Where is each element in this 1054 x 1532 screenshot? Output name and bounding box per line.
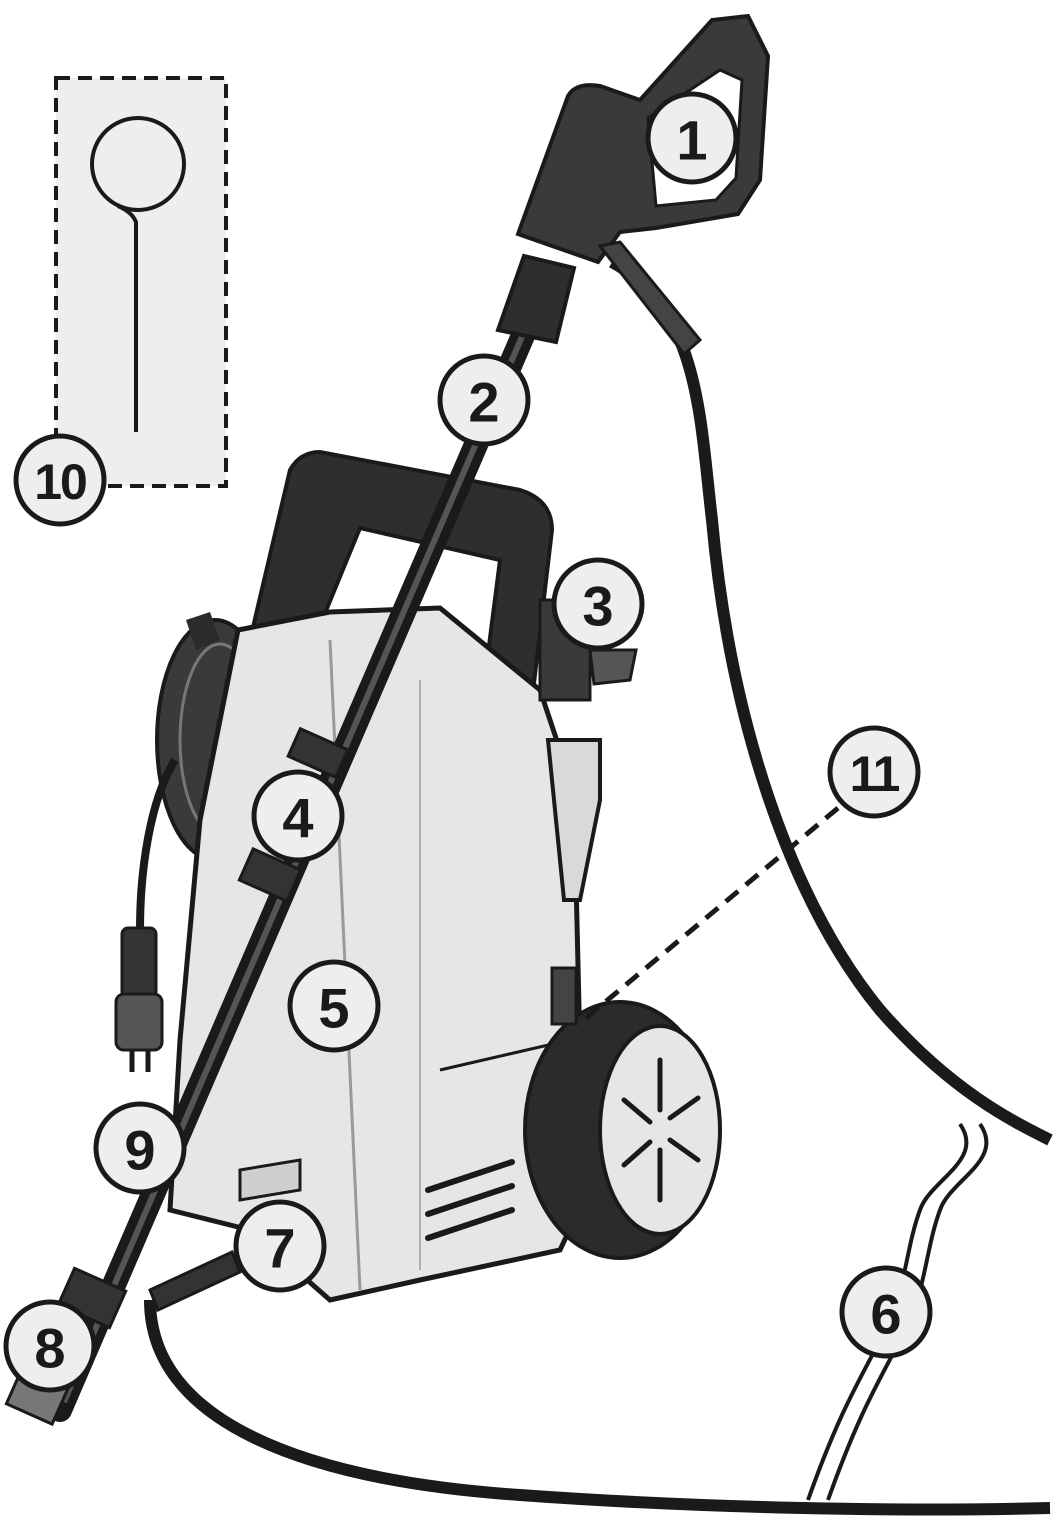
callout-circle [437,353,531,447]
callout-2: 2 [437,353,531,447]
hose-outlet [148,1249,242,1313]
high-pressure-hose [144,256,1053,1516]
callout-circle [3,1299,97,1393]
callout-circle [13,433,107,527]
callout-number: 11 [850,746,900,802]
callout-number: 9 [124,1119,155,1182]
callout-10: 10 [13,433,107,527]
water-inlet [550,806,840,1026]
vent-slots [425,1159,515,1241]
callout-circle [827,725,921,819]
callout-circle [551,557,645,651]
callout-labels: 1 2 3 4 5 6 7 8 9 10 11 [3,91,933,1393]
cleaning-needle-accessory [54,76,228,488]
wheel [523,1000,722,1260]
callout-1: 1 [645,91,739,185]
callout-circle [645,91,739,185]
callout-number: 1 [676,109,707,172]
callout-circle [287,959,381,1053]
callout-4: 4 [251,769,345,863]
callout-number: 4 [282,787,313,850]
main-housing [167,605,583,1303]
callout-number: 3 [582,575,613,638]
callout-number: 7 [264,1217,295,1280]
callout-number: 5 [318,977,349,1040]
callout-11: 11 [827,725,921,819]
callout-circle [251,769,345,863]
callout-6: 6 [839,1265,933,1359]
callout-circle [93,1101,187,1195]
callout-number: 6 [870,1283,901,1346]
callout-number: 8 [34,1317,65,1380]
callout-7: 7 [233,1199,327,1293]
callout-circle [839,1265,933,1359]
callout-3: 3 [551,557,645,651]
callout-9: 9 [93,1101,187,1195]
power-cord-plug [114,757,179,1072]
callout-5: 5 [287,959,381,1053]
spray-gun [495,13,771,357]
callout-number: 10 [34,454,86,510]
callout-8: 8 [3,1299,97,1393]
callout-circle [233,1199,327,1293]
callout-number: 2 [468,371,499,434]
